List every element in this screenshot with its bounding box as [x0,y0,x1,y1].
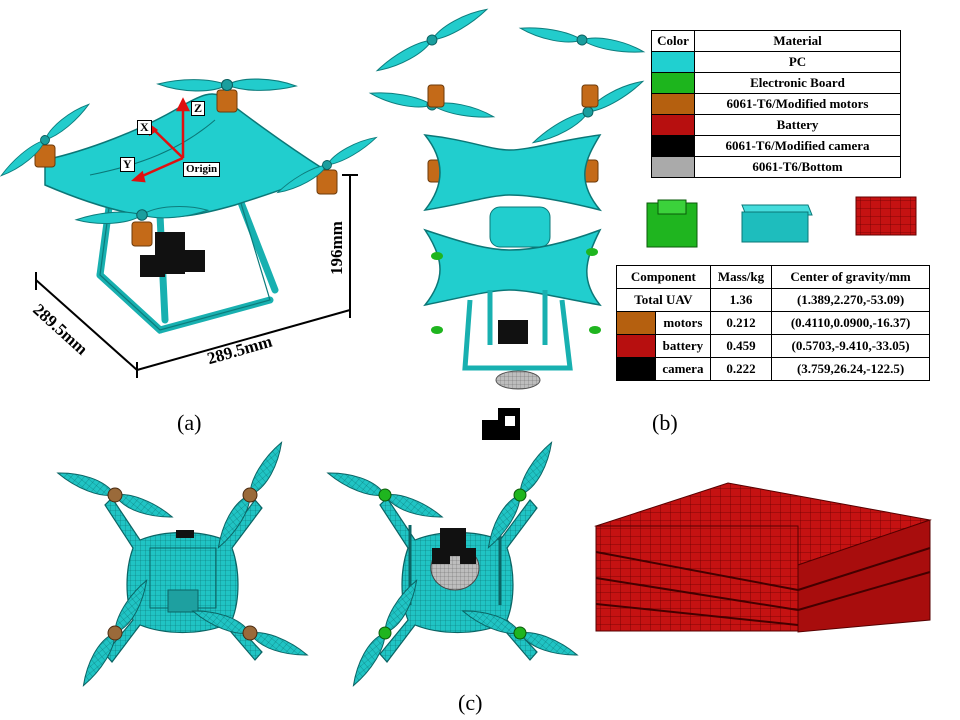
dimension-lines [35,174,358,378]
swatch-pc [652,52,694,72]
exploded-drone [370,8,650,440]
material-header-color: Color [651,30,695,52]
material-name: 6061-T6/Modified camera [694,135,901,157]
comp-mass: 0.459 [709,334,773,358]
comp-row-total: Total UAV 1.36 (1.389,2.270,-53.09) [616,288,930,312]
material-swatch [651,93,695,115]
material-row: Electronic Board [651,72,901,94]
axis-y-label: Y [120,157,135,172]
swatch-camera [652,136,694,156]
panel-c-label: (c) [458,690,483,715]
comp-name: camera [655,357,711,381]
swatch-battery [652,115,694,135]
material-swatch [651,72,695,94]
battery-red-thumbnail [855,196,917,236]
mesh-top-view [57,441,308,687]
material-row: Battery [651,114,901,136]
mesh-bottom-view [327,441,578,687]
comp-swatch [616,334,656,358]
comp-row: motors 0.212 (0.4110,0.0900,-16.37) [616,311,930,335]
swatch-motors [617,312,655,334]
battery-cyan-thumbnail [741,204,813,243]
comp-row: battery 0.459 (0.5703,-9.410,-33.05) [616,334,930,358]
camera-gimbal [140,232,205,277]
panel-b-label: (b) [652,410,678,435]
material-name: Electronic Board [694,72,901,94]
comp-row: camera 0.222 (3.759,26.24,-122.5) [616,357,930,381]
swatch-bottom [652,157,694,177]
material-row: 6061-T6/Bottom [651,156,901,178]
swatch-board [652,73,694,93]
material-name: 6061-T6/Bottom [694,156,901,178]
material-swatch [651,51,695,73]
comp-cog: (1.389,2.270,-53.09) [771,288,930,312]
material-row: 6061-T6/Modified motors [651,93,901,115]
material-name: 6061-T6/Modified motors [694,93,901,115]
comp-header-cog: Center of gravity/mm [771,265,930,289]
component-table: Component Mass/kg Center of gravity/mm T… [616,265,930,381]
comp-name: battery [655,334,711,358]
material-row: 6061-T6/Modified camera [651,135,901,157]
material-name: Battery [694,114,901,136]
axis-x-label: X [137,120,152,135]
dim-height-label: 196mm [327,221,346,275]
material-swatch [651,156,695,178]
material-swatch [651,114,695,136]
axis-z-label: Z [191,101,206,116]
comp-cog: (0.4110,0.0900,-16.37) [771,311,930,335]
material-table: Color Material PC Electronic Board 6061-… [651,30,901,178]
material-name: PC [694,51,901,73]
motor-cylinders [34,89,338,247]
panel-a-label: (a) [177,410,202,435]
comp-name: Total UAV [616,288,711,312]
comp-swatch [616,311,656,335]
drone-body [44,93,327,218]
swatch-camera [617,358,655,380]
comp-mass: 0.212 [709,311,773,335]
comp-cog: (3.759,26.24,-122.5) [771,357,930,381]
comp-cog: (0.5703,-9.410,-33.05) [771,334,930,358]
material-header-material: Material [694,30,901,52]
comp-name: motors [655,311,711,335]
component-thumbnails [646,196,917,248]
comp-header-mass: Mass/kg [709,265,773,289]
comp-header-component: Component [616,265,711,289]
comp-mass: 0.222 [709,357,773,381]
camera-mesh [482,408,520,440]
material-swatch [651,135,695,157]
swatch-motors [652,94,694,114]
comp-mass: 1.36 [709,288,773,312]
board-thumbnail [646,199,698,248]
origin-label: Origin [183,162,221,177]
battery-mesh [594,482,932,633]
swatch-battery [617,335,655,357]
comp-swatch [616,357,656,381]
material-row: PC [651,51,901,73]
assembled-drone [0,61,383,378]
